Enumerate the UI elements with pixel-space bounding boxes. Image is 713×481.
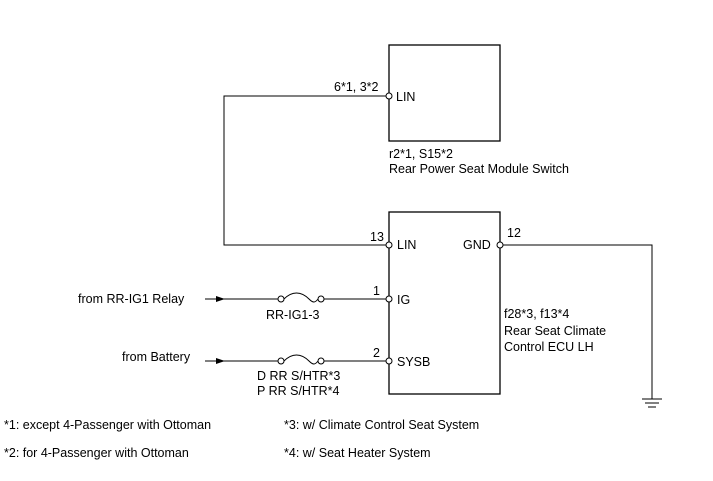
ecu-box: [388, 211, 501, 395]
note-3: *3: w/ Climate Control Seat System: [284, 418, 479, 432]
ecu-name-line1: Rear Seat Climate: [504, 324, 606, 338]
battery-fuse-icon: [277, 354, 325, 365]
relay-fuse-label: RR-IG1-3: [266, 308, 320, 322]
ecu-connector-code: f28*3, f13*4: [504, 307, 569, 321]
lin-wire: [223, 95, 386, 246]
battery-fuse-label-1: D RR S/HTR*3: [257, 369, 340, 383]
battery-arrow-icon: [216, 358, 225, 364]
switch-module-name: Rear Power Seat Module Switch: [389, 162, 569, 176]
switch-pin-label: LIN: [396, 90, 415, 104]
ecu-lin-terminal: [385, 241, 393, 249]
ground-icon: [642, 398, 662, 408]
relay-arrow-icon: [216, 296, 225, 302]
ecu-gnd-terminal: [496, 241, 504, 249]
ecu-pin12-label: GND: [463, 238, 491, 252]
note-2: *2: for 4-Passenger with Ottoman: [4, 446, 189, 460]
ecu-sysb-terminal: [385, 357, 393, 365]
ecu-ig-terminal: [385, 295, 393, 303]
note-1: *1: except 4-Passenger with Ottoman: [4, 418, 211, 432]
ecu-pin13-label: LIN: [397, 238, 416, 252]
ecu-pin2-number: 2: [373, 346, 380, 360]
ecu-name-line2: Control ECU LH: [504, 340, 594, 354]
battery-fuse-label-2: P RR S/HTR*4: [257, 384, 339, 398]
relay-source-label: from RR-IG1 Relay: [78, 292, 185, 306]
ecu-pin13-number: 13: [370, 230, 384, 244]
gnd-wire: [503, 244, 653, 399]
battery-source-label: from Battery: [122, 350, 191, 364]
switch-lin-terminal: [385, 92, 393, 100]
relay-fuse-icon: [277, 292, 325, 303]
ecu-pin12-number: 12: [507, 226, 521, 240]
ecu-pin1-label: IG: [397, 293, 410, 307]
ecu-pin1-number: 1: [373, 284, 380, 298]
note-4: *4: w/ Seat Heater System: [284, 446, 431, 460]
switch-module-box: [388, 44, 501, 142]
ecu-pin2-label: SYSB: [397, 355, 430, 369]
switch-pin-number: 6*1, 3*2: [334, 80, 379, 94]
switch-connector-code: r2*1, S15*2: [389, 147, 453, 161]
